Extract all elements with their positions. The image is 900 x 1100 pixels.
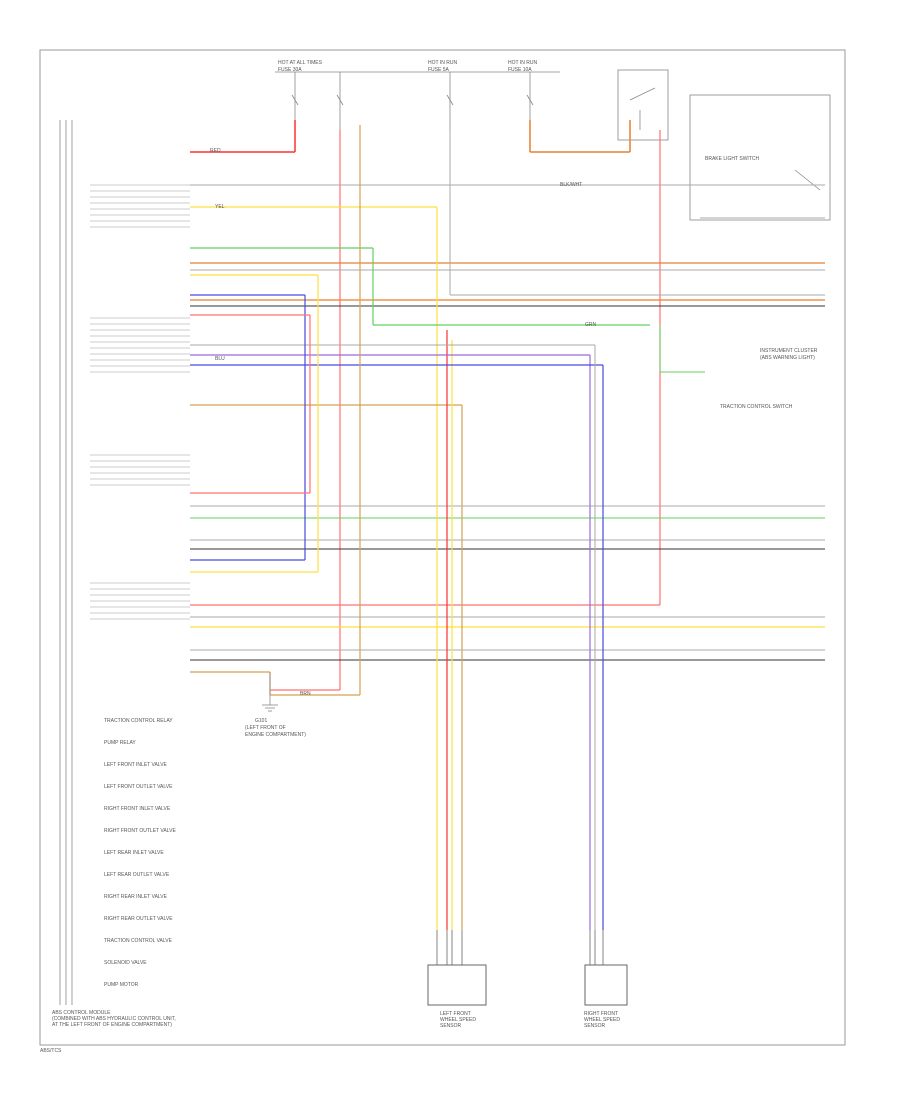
- svg-text:RED: RED: [210, 148, 221, 154]
- svg-text:FUSE 10A: FUSE 10A: [508, 67, 532, 73]
- svg-text:FUSE 5A: FUSE 5A: [428, 67, 450, 73]
- svg-text:ABS CONTROL MODULE: ABS CONTROL MODULE: [52, 1010, 111, 1016]
- legend-item: LEFT REAR INLET VALVE: [104, 850, 164, 856]
- legend-item: LEFT FRONT INLET VALVE: [104, 762, 168, 768]
- legend-item: RIGHT FRONT INLET VALVE: [104, 806, 171, 812]
- right-sensor: RIGHT FRONT WHEEL SPEED SENSOR: [584, 964, 628, 1029]
- svg-text:WHEEL SPEED: WHEEL SPEED: [440, 1017, 476, 1023]
- left-sensor: LEFT FRONT WHEEL SPEED SENSOR: [427, 964, 487, 1029]
- svg-text:TRACTION CONTROL SWITCH: TRACTION CONTROL SWITCH: [720, 404, 793, 410]
- cluster-label: INSTRUMENT CLUSTER (ABS WARNING LIGHT): [760, 348, 818, 361]
- fuse-label-2: HOT IN RUN FUSE 5A: [428, 60, 457, 73]
- legend-item: PUMP RELAY: [104, 740, 136, 746]
- legend-item: RIGHT REAR OUTLET VALVE: [104, 916, 173, 922]
- fuse-symbols: [275, 71, 560, 135]
- legend-item: RIGHT FRONT OUTLET VALVE: [104, 828, 176, 834]
- svg-text:SENSOR: SENSOR: [584, 1023, 606, 1029]
- svg-text:(COMBINED WITH ABS HYDRAULIC C: (COMBINED WITH ABS HYDRAULIC CONTROL UNI…: [52, 1016, 176, 1022]
- switch-label: BRAKE LIGHT SWITCH: [705, 156, 759, 162]
- diagram-frame: [39, 49, 846, 1046]
- legend-list: TRACTION CONTROL RELAY PUMP RELAY LEFT FRO…: [104, 718, 176, 988]
- wire-labels: RED BLK/WHT YEL GRN BLU BRN: [210, 148, 597, 697]
- legend-item: TRACTION CONTROL VALVE: [104, 938, 173, 944]
- svg-text:AT THE LEFT FRONT OF ENGINE CO: AT THE LEFT FRONT OF ENGINE COMPARTMENT): [52, 1022, 172, 1028]
- module-caption: ABS CONTROL MODULE (COMBINED WITH ABS HY…: [52, 1010, 176, 1028]
- svg-text:SENSOR: SENSOR: [440, 1023, 462, 1029]
- svg-text:G101: G101: [255, 718, 267, 724]
- svg-text:BLK/WHT: BLK/WHT: [560, 182, 582, 188]
- svg-text:HOT IN RUN: HOT IN RUN: [508, 60, 537, 66]
- svg-text:(ABS WARNING LIGHT): (ABS WARNING LIGHT): [760, 355, 815, 361]
- svg-text:BRAKE LIGHT SWITCH: BRAKE LIGHT SWITCH: [705, 156, 759, 162]
- svg-text:WHEEL SPEED: WHEEL SPEED: [584, 1017, 620, 1023]
- switch-box: [689, 94, 831, 221]
- ground-symbol: [262, 672, 278, 712]
- svg-text:RIGHT FRONT: RIGHT FRONT: [584, 1011, 618, 1017]
- legend-item: TRACTION CONTROL RELAY: [104, 718, 173, 724]
- svg-text:INSTRUMENT CLUSTER: INSTRUMENT CLUSTER: [760, 348, 818, 354]
- svg-text:HOT AT ALL TIMES: HOT AT ALL TIMES: [278, 60, 323, 66]
- svg-text:LEFT FRONT: LEFT FRONT: [440, 1011, 471, 1017]
- svg-text:(LEFT FRONT OF: (LEFT FRONT OF: [245, 725, 286, 731]
- legend-item: SOLENOID VALVE: [104, 960, 147, 966]
- wires: [190, 120, 825, 965]
- svg-text:BLU: BLU: [215, 356, 225, 362]
- legend-item: LEFT REAR OUTLET VALVE: [104, 872, 170, 878]
- trac-switch-label: TRACTION CONTROL SWITCH: [720, 404, 793, 410]
- fuse-label-3: HOT IN RUN FUSE 10A: [508, 60, 537, 73]
- connector-pins: [90, 184, 190, 620]
- legend-item: RIGHT REAR INLET VALVE: [104, 894, 168, 900]
- relay-symbol: [617, 69, 669, 141]
- svg-text:BRN: BRN: [300, 691, 311, 697]
- svg-text:ENGINE COMPARTMENT): ENGINE COMPARTMENT): [245, 732, 306, 738]
- svg-text:YEL: YEL: [215, 204, 225, 210]
- legend-item: LEFT FRONT OUTLET VALVE: [104, 784, 173, 790]
- footer-code: ABS/TCS: [40, 1048, 62, 1054]
- svg-text:HOT IN RUN: HOT IN RUN: [428, 60, 457, 66]
- legend-item: PUMP MOTOR: [104, 982, 139, 988]
- fuse-label-1: HOT AT ALL TIMES FUSE 30A: [278, 60, 323, 73]
- ground-label: G101 (LEFT FRONT OF ENGINE COMPARTMENT): [245, 718, 306, 738]
- module-bus: [59, 120, 73, 1005]
- svg-text:GRN: GRN: [585, 322, 597, 328]
- svg-text:FUSE 30A: FUSE 30A: [278, 67, 302, 73]
